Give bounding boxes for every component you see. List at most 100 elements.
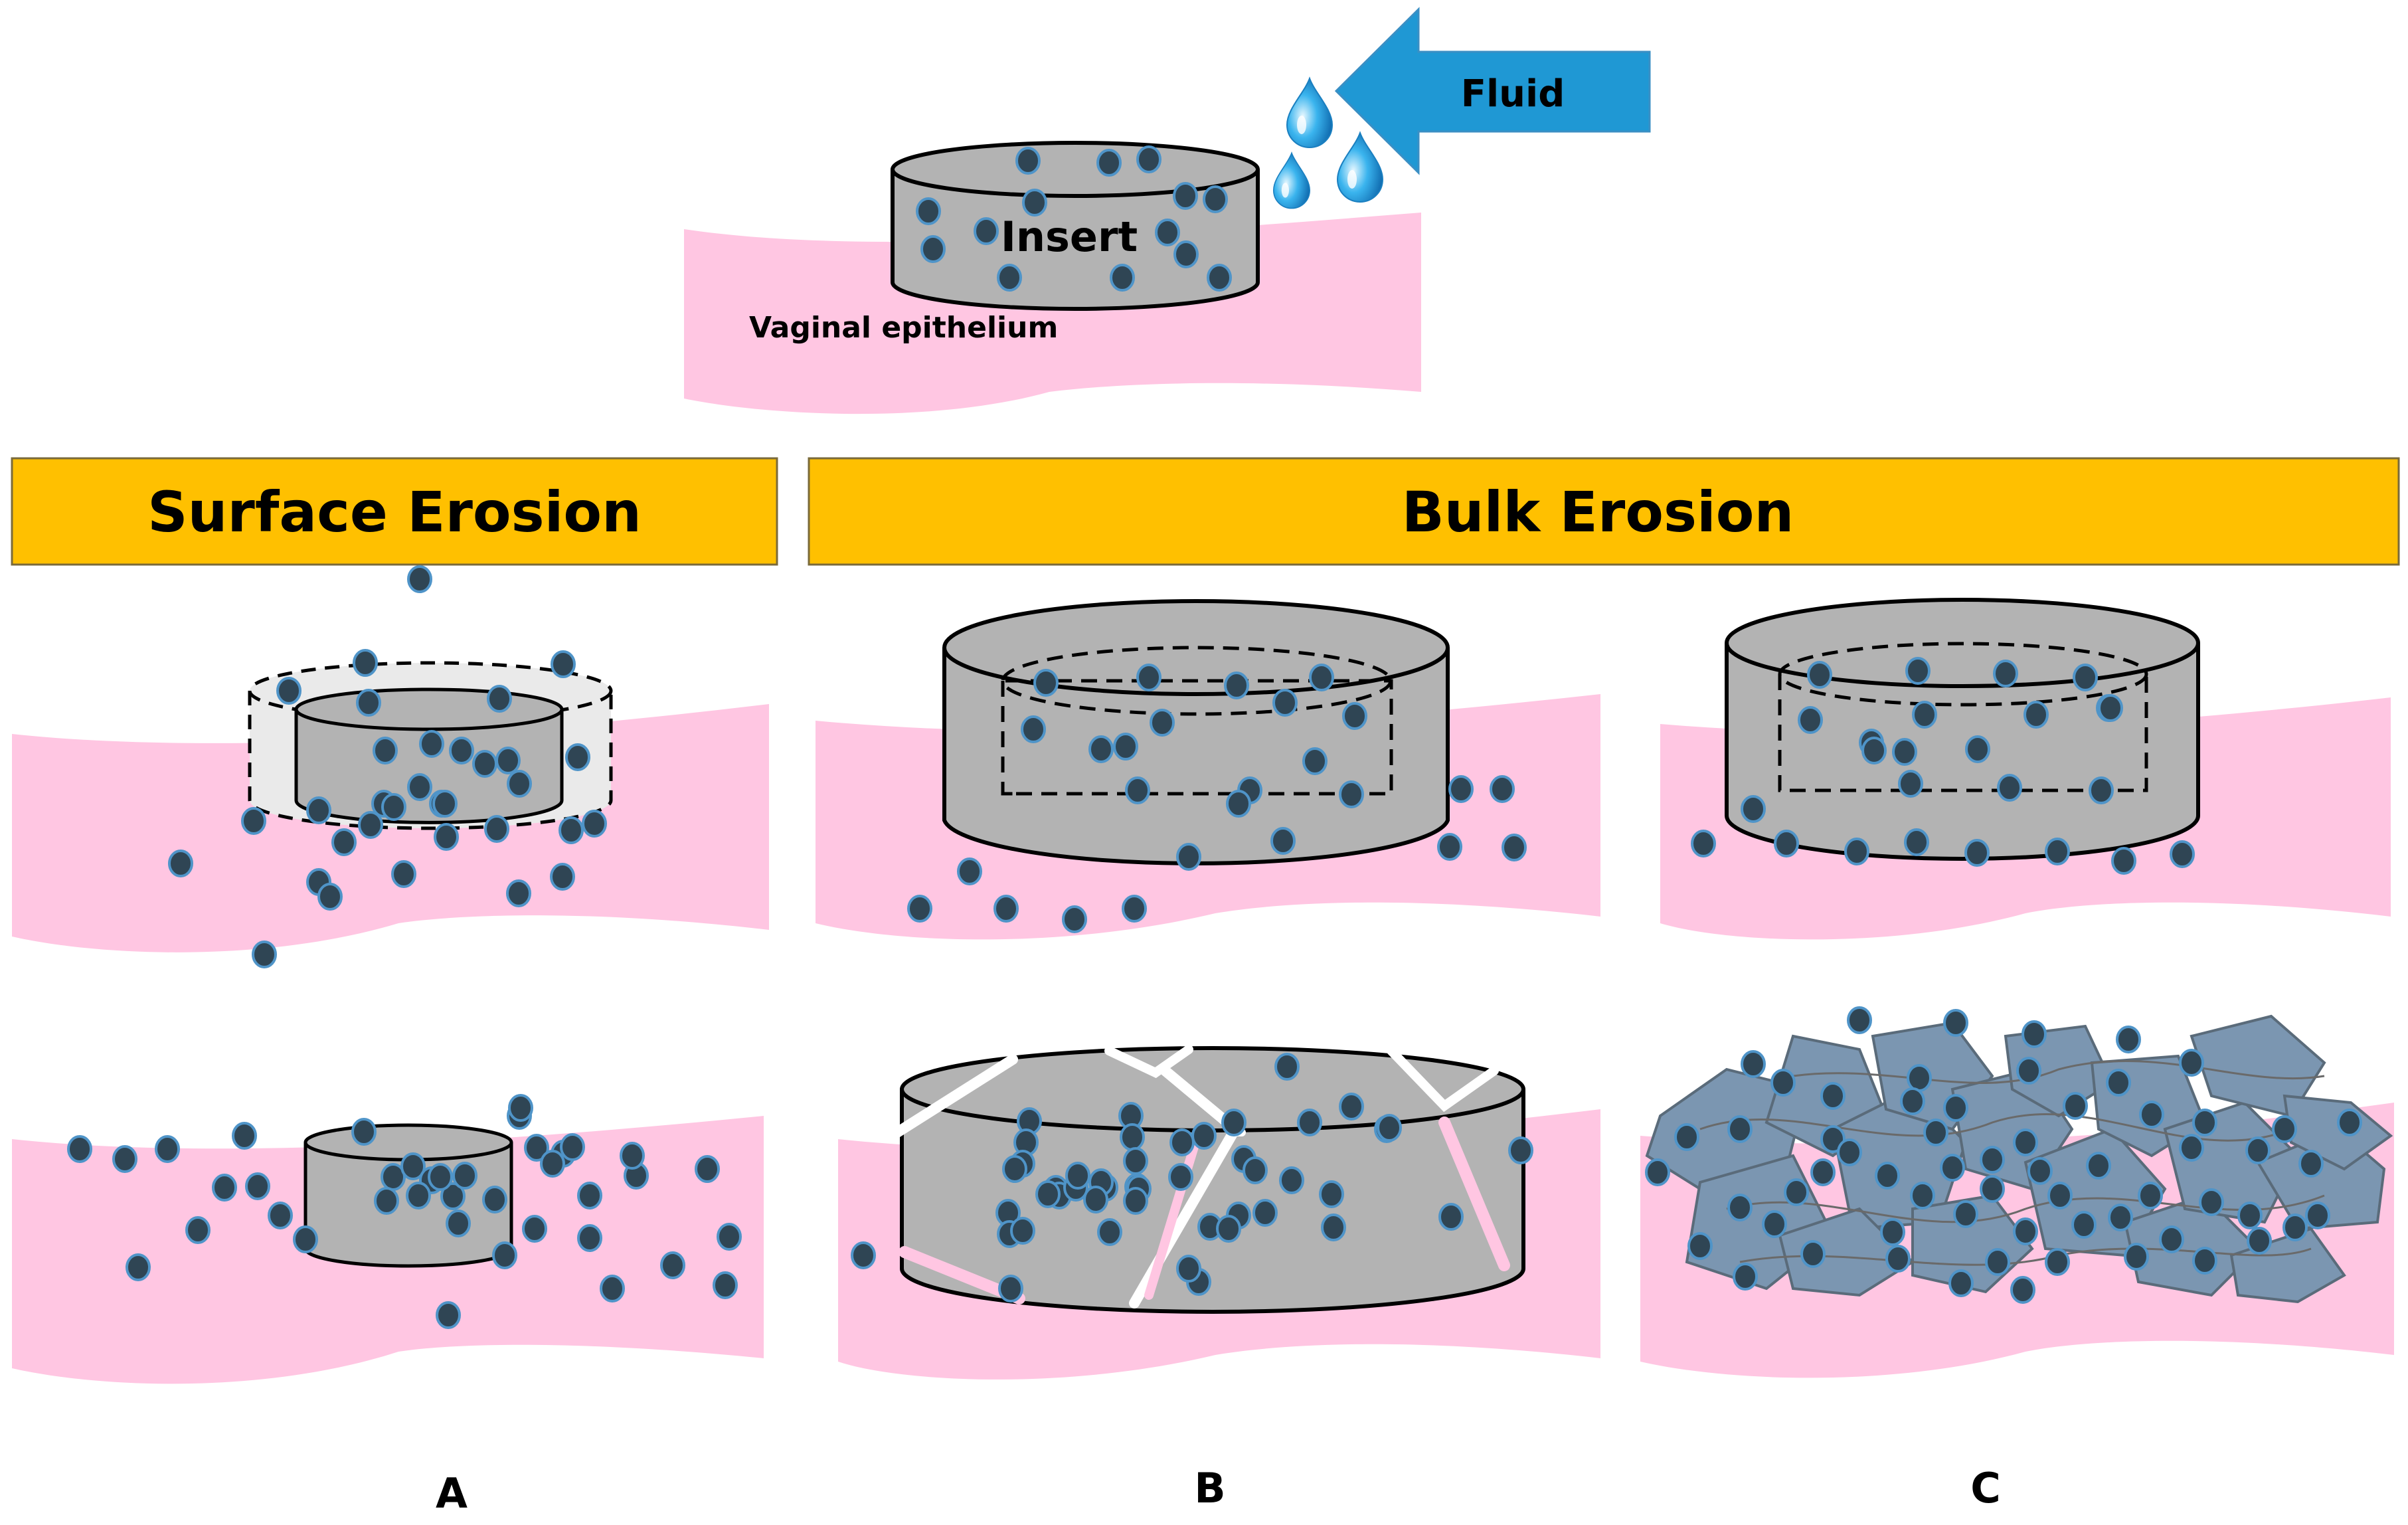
svg-text:Bulk Erosion: Bulk Erosion: [1402, 480, 1794, 545]
drug-particle: [1321, 1213, 1346, 1241]
drug-particle: [916, 197, 941, 225]
drug-particle: [695, 1155, 720, 1183]
drug-particle: [1274, 1053, 1300, 1081]
drug-particle: [495, 747, 521, 774]
drug-particle: [957, 857, 982, 885]
drug-particle: [2047, 1182, 2073, 1210]
drug-particle: [660, 1251, 685, 1279]
drug-particle: [1885, 1245, 1911, 1273]
drug-particle: [1097, 1218, 1122, 1246]
drug-particle: [1088, 735, 1114, 763]
drug-particle: [998, 1275, 1023, 1302]
drug-particle: [1448, 775, 1474, 803]
drug-particle: [1123, 1147, 1148, 1175]
drug-particle: [1880, 1218, 1905, 1246]
drug-particle: [1015, 147, 1041, 175]
drug-particle: [1224, 672, 1249, 699]
drug-particle: [1910, 1182, 1935, 1210]
drug-particle: [1169, 1128, 1195, 1156]
drug-particle: [1002, 1155, 1027, 1183]
drug-particle: [1176, 843, 1201, 871]
drug-particle: [1900, 1087, 1925, 1115]
drug-particle: [1272, 689, 1298, 717]
drug-particle: [1905, 657, 1931, 685]
drug-particle: [1508, 1136, 1533, 1164]
drug-particle: [1807, 661, 1832, 689]
drug-particle: [1155, 219, 1180, 246]
drug-particle: [492, 1241, 517, 1269]
drug-particle: [2023, 701, 2049, 729]
drug-particle: [1993, 660, 2018, 687]
drug-particle: [560, 1133, 585, 1161]
drug-particle: [1083, 1186, 1108, 1213]
drug-particle: [2108, 1204, 2133, 1231]
drug-particle: [2170, 840, 2195, 868]
drug-particle: [1502, 834, 1527, 861]
drug-particle: [268, 1202, 293, 1229]
drug-particle: [1438, 1203, 1464, 1231]
drug-particle: [449, 737, 474, 764]
drug-particle: [1953, 1200, 1978, 1228]
drug-particle: [1943, 1094, 1968, 1122]
panel-letter-c: C: [1970, 1464, 2001, 1512]
drug-particle: [1892, 738, 1917, 766]
drug-particle: [2045, 1248, 2070, 1276]
drug-particle: [600, 1275, 625, 1302]
drug-particle: [126, 1253, 151, 1281]
drug-particle: [155, 1135, 180, 1163]
drug-particle: [1136, 664, 1161, 691]
drug-particles: [67, 145, 2362, 1329]
drug-particle: [1377, 1114, 1402, 1142]
droplet-icon: [1286, 78, 1333, 148]
drug-particle: [2089, 776, 2114, 804]
drug-particle: [559, 816, 584, 844]
drug-particle: [997, 264, 1022, 292]
drug-particle: [1985, 1248, 2010, 1276]
panel-b-stage-1: [816, 599, 1600, 940]
drug-particle: [1342, 702, 1367, 730]
drug-particle: [993, 895, 1019, 923]
drug-particle: [374, 1187, 399, 1215]
drug-particle: [351, 1118, 377, 1146]
drug-particle: [1309, 664, 1334, 691]
drug-particle: [1226, 790, 1251, 818]
drug-particle: [1800, 1240, 1826, 1268]
panel-letter-a: A: [436, 1469, 468, 1518]
drug-particle: [1727, 1194, 1753, 1221]
drug-particle: [1120, 1123, 1145, 1151]
drug-particle: [1110, 264, 1135, 292]
epithelium-label: Vaginal epithelium: [749, 311, 1058, 345]
drug-particle: [212, 1174, 237, 1202]
drug-particle: [507, 770, 532, 798]
drug-particle: [1940, 1154, 1965, 1182]
drug-particle: [400, 1152, 426, 1180]
drug-particle: [1844, 838, 1869, 865]
drug-particle: [1691, 830, 1716, 857]
drug-particle: [1021, 715, 1046, 743]
drug-particle: [565, 743, 590, 771]
drug-particle: [1923, 1119, 1948, 1146]
drug-particle: [506, 879, 531, 907]
drug-particle: [2138, 1182, 2163, 1210]
fluid-label: Fluid: [1461, 72, 1565, 116]
drug-particle: [112, 1145, 137, 1173]
drug-particle: [1339, 780, 1364, 808]
drug-particle: [1136, 145, 1161, 173]
insert-label: Insert: [1001, 213, 1138, 261]
drug-particle: [2199, 1188, 2224, 1216]
panel-c-stage-1: [1660, 598, 2391, 940]
drug-particle: [2013, 1128, 2038, 1156]
drug-particle: [2063, 1092, 2088, 1120]
drug-particle: [2124, 1243, 2149, 1271]
drug-particle: [851, 1241, 876, 1269]
fluid-arrow: Fluid: [1334, 7, 1651, 175]
drug-particle: [1010, 1217, 1035, 1245]
drug-particle: [1762, 1210, 1787, 1238]
drug-particle: [482, 1186, 507, 1213]
drug-particle: [2098, 694, 2123, 722]
drug-particle: [428, 1163, 453, 1191]
drug-particle: [1243, 1156, 1268, 1184]
drug-particle: [2237, 1202, 2263, 1229]
panel-b-stage-2: [838, 1045, 1600, 1380]
drug-particle: [293, 1225, 318, 1253]
